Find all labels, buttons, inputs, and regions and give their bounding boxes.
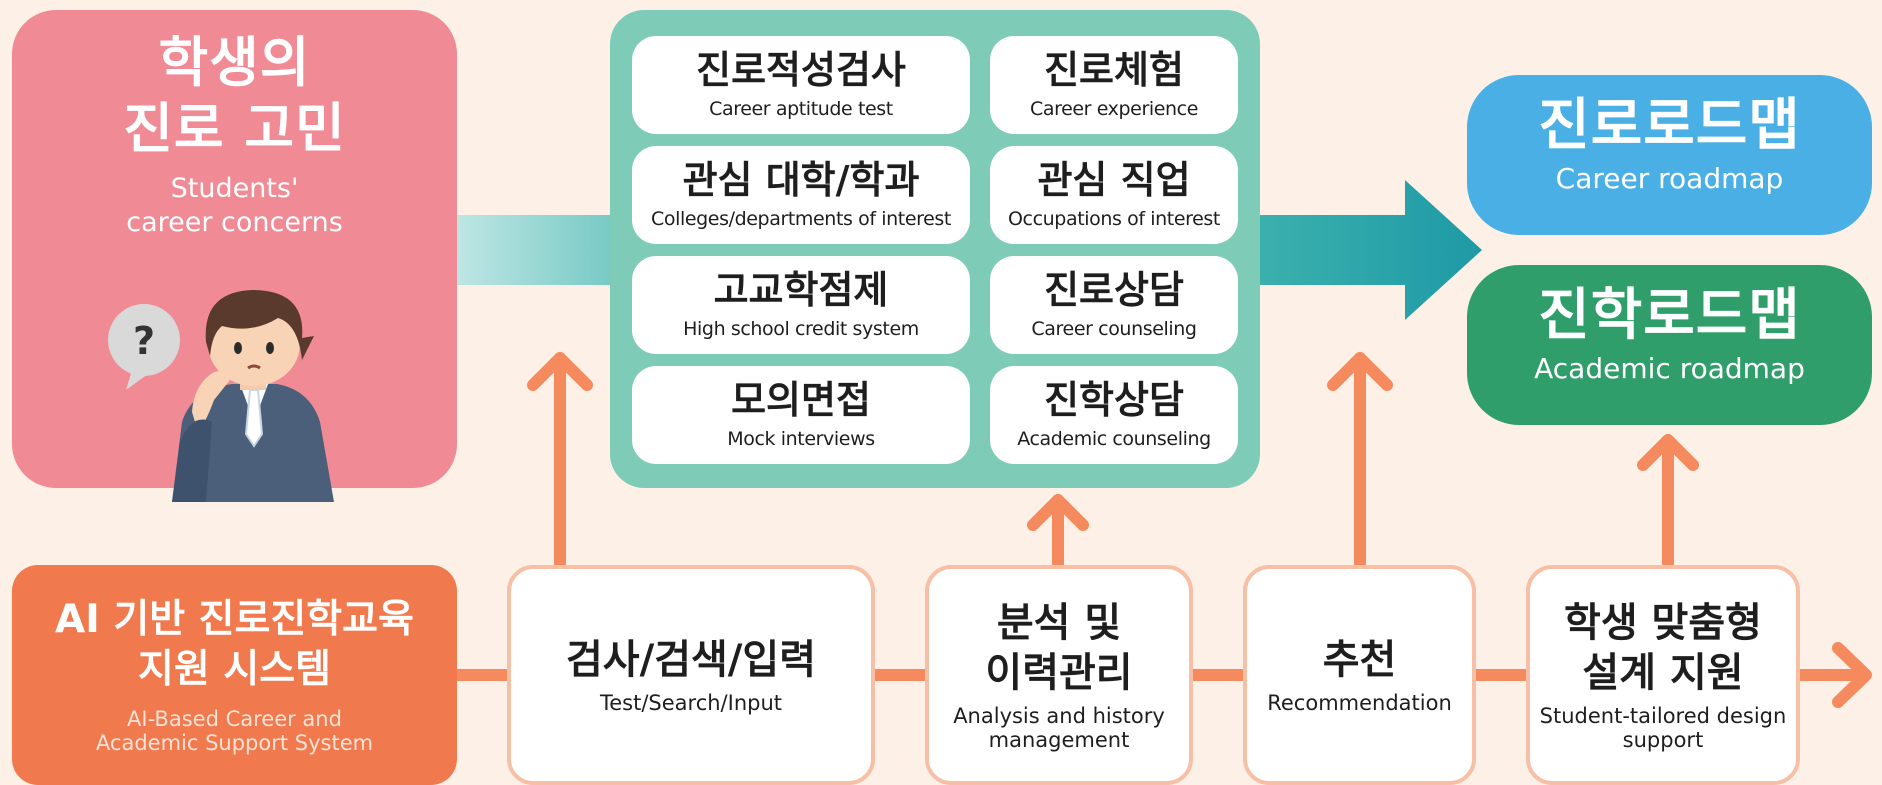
- step-test-search-input: 검사/검색/입력 Test/Search/Input: [507, 565, 875, 785]
- up-arrow-design: [1637, 434, 1699, 571]
- activity-card-mock-interviews: 모의면접 Mock interviews: [632, 366, 970, 464]
- step-recommendation: 추천 Recommendation: [1243, 565, 1476, 785]
- career-roadmap: 진로로드맵 Career roadmap: [1467, 75, 1872, 235]
- up-arrow-recommendation: [1327, 352, 1393, 571]
- student-concerns-panel: 학생의 진로 고민 Students' career concerns ?: [12, 10, 457, 502]
- concerns-subtitle: Students' career concerns: [126, 173, 343, 238]
- activity-card-colleges-of-interest: 관심 대학/학과 Colleges/departments of interes…: [632, 146, 970, 244]
- concerns-title: 학생의 진로 고민: [123, 31, 346, 160]
- academic-roadmap: 진학로드맵 Academic roadmap: [1467, 265, 1872, 425]
- system-title: AI 기반 진로진학교육 지원 시스템: [55, 597, 414, 692]
- step-tailored-design: 학생 맞춤형 설계 지원 Student-tailored design sup…: [1526, 565, 1800, 785]
- flow-band-left: [455, 215, 615, 285]
- activities-hub: 진로적성검사 Career aptitude test 진로체험 Career …: [610, 10, 1260, 488]
- flow-arrow-right: [1258, 180, 1482, 320]
- process-line-arrowhead: [1832, 642, 1872, 708]
- ai-support-system: AI 기반 진로진학교육 지원 시스템 AI-Based Career and …: [12, 565, 457, 785]
- activity-card-occupations-of-interest: 관심 직업 Occupations of interest: [990, 146, 1238, 244]
- question-bubble-icon: ?: [108, 304, 180, 390]
- system-subtitle: AI-Based Career and Academic Support Sys…: [95, 707, 374, 755]
- activity-card-career-counseling: 진로상담 Career counseling: [990, 256, 1238, 354]
- up-arrow-analysis: [1027, 494, 1089, 571]
- up-arrow-test: [527, 352, 593, 571]
- step-analysis-history: 분석 및 이력관리 Analysis and history managemen…: [925, 565, 1193, 785]
- activity-card-credit-system: 고교학점제 High school credit system: [632, 256, 970, 354]
- activity-card-aptitude-test: 진로적성검사 Career aptitude test: [632, 36, 970, 134]
- activity-card-academic-counseling: 진학상담 Academic counseling: [990, 366, 1238, 464]
- svg-text:?: ?: [133, 319, 155, 363]
- activity-card-career-experience: 진로체험 Career experience: [990, 36, 1238, 134]
- thinking-student-illustration: ?: [108, 290, 334, 502]
